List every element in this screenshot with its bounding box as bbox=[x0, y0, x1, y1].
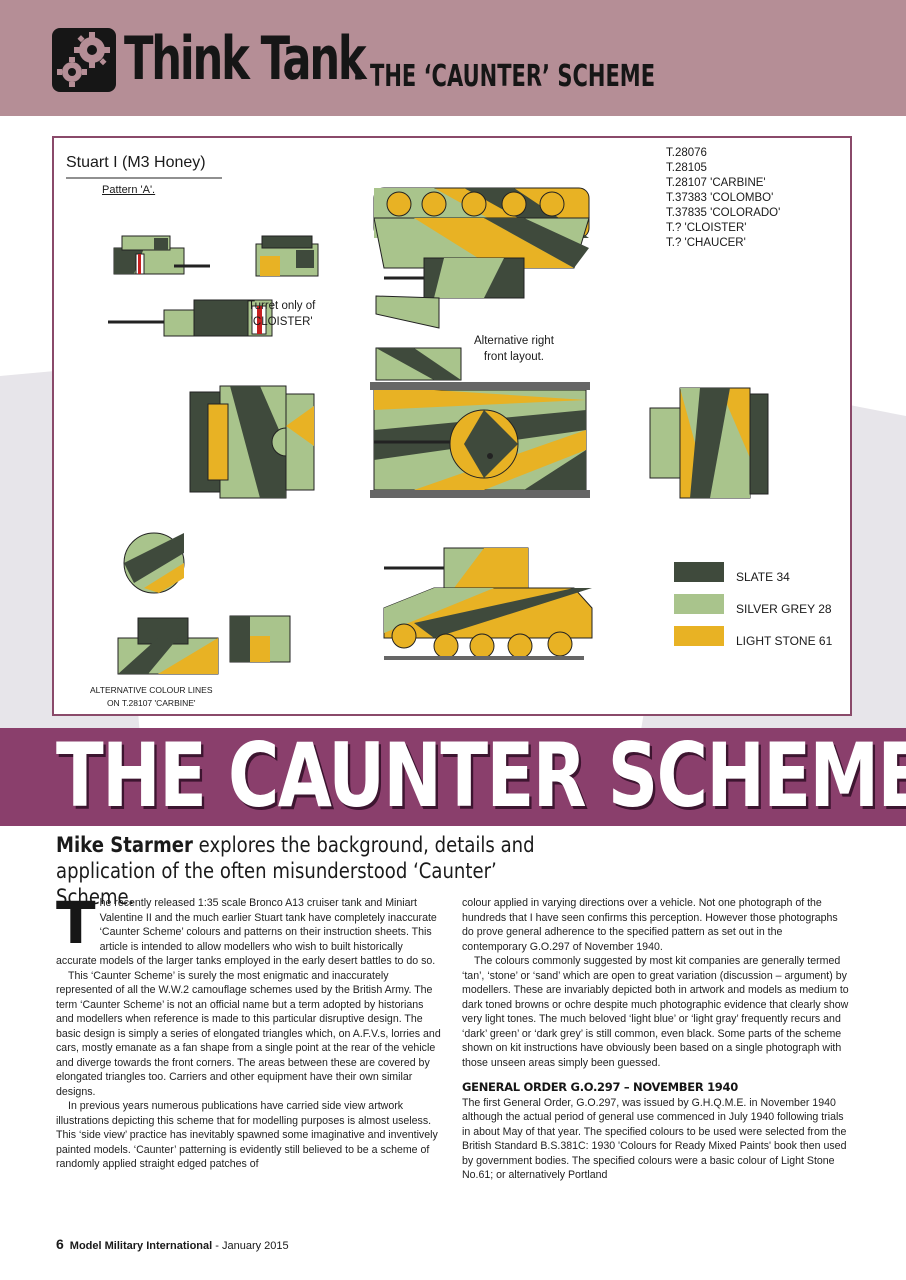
magazine-name: Model Military International bbox=[69, 1240, 213, 1252]
legend-swatch-slate bbox=[674, 562, 724, 582]
rear-view-tank bbox=[255, 235, 319, 277]
section-subtitle: - THE ‘CAUNTER’ SCHEME bbox=[354, 59, 656, 94]
legend-label-light-stone: LIGHT STONE 61 bbox=[736, 634, 833, 648]
alt-front-note: Alternative right front layout. bbox=[474, 335, 554, 363]
legend-label-slate: SLATE 34 bbox=[736, 570, 790, 584]
title-banner bbox=[0, 728, 906, 826]
colour-plate: Stuart I (M3 Honey) Pattern 'A'. T.28076… bbox=[52, 136, 852, 716]
stuart-tank-drawings bbox=[66, 177, 769, 675]
page-header: Think Tank - THE ‘CAUNTER’ SCHEME bbox=[0, 0, 906, 116]
article-title: THE CAUNTER SCHEME bbox=[56, 724, 906, 827]
front-plan-view bbox=[189, 385, 315, 499]
turret-note: Turret only of 'CLOISTER' bbox=[248, 300, 316, 328]
strapline: Mike Starmer explores the background, de… bbox=[56, 832, 538, 910]
legend-swatch-silver-grey bbox=[674, 594, 724, 614]
fender-plate bbox=[375, 295, 440, 329]
paragraph: In previous years numerous publications … bbox=[56, 1100, 438, 1170]
alt-turret-top bbox=[123, 532, 185, 594]
front-view-tank bbox=[113, 235, 210, 275]
upper-side-view bbox=[373, 187, 590, 299]
drop-cap: T bbox=[56, 889, 96, 957]
strapline-text: explores the background, details and app… bbox=[56, 833, 535, 909]
rear-plan-view bbox=[649, 387, 769, 499]
issue-date: - January 2015 bbox=[212, 1240, 289, 1252]
serial-list: T.28076 T.28105 T.28107 'CARBINE' T.3738… bbox=[666, 147, 781, 249]
paragraph: The first General Order, G.O.297, was is… bbox=[462, 1096, 847, 1182]
lower-side-view bbox=[383, 547, 593, 660]
paragraph: The colours commonly suggested by most k… bbox=[462, 955, 849, 1069]
pattern-label: Pattern 'A'. bbox=[102, 184, 156, 196]
alt-front-plate bbox=[375, 347, 462, 381]
paragraph: colour applied in varying directions ove… bbox=[462, 897, 838, 953]
page-footer: 6 Model Military International - January … bbox=[56, 1236, 289, 1252]
section-title: Think Tank bbox=[124, 24, 367, 94]
turret-cloister bbox=[108, 299, 273, 337]
author-name: Mike Starmer bbox=[56, 833, 193, 857]
alt-lines-note: ALTERNATIVE COLOUR LINES ON T.28107 'CAR… bbox=[90, 685, 213, 708]
paragraph: This ‘Caunter Scheme’ is surely the most… bbox=[56, 969, 441, 1098]
article-column-2: colour applied in varying directions ove… bbox=[462, 896, 850, 1183]
alt-front-small bbox=[229, 615, 291, 663]
alt-hull-side bbox=[117, 617, 219, 675]
gears-logo-icon bbox=[52, 28, 116, 92]
top-plan-view bbox=[370, 382, 590, 498]
page-number: 6 bbox=[56, 1236, 64, 1252]
subheading: GENERAL ORDER G.O.297 – NOVEMBER 1940 bbox=[462, 1080, 738, 1094]
legend-label-silver-grey: SILVER GREY 28 bbox=[736, 602, 832, 616]
legend-swatch-light-stone bbox=[674, 626, 724, 646]
vehicle-title: Stuart I (M3 Honey) bbox=[66, 154, 206, 171]
